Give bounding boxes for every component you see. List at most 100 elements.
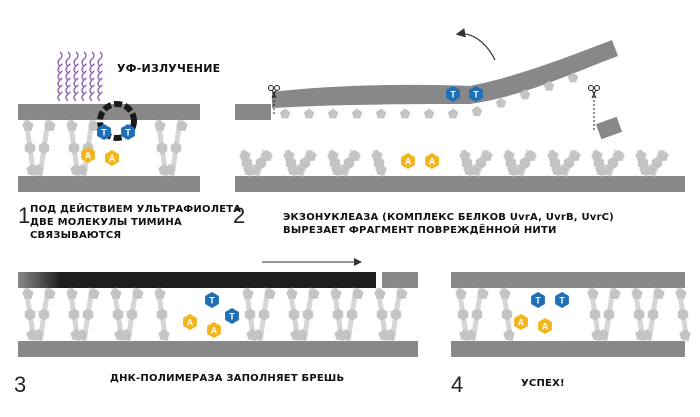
fragment-base <box>279 108 291 119</box>
adenine-base-label: A <box>85 151 92 161</box>
base-hexagon <box>255 157 267 169</box>
adenine-base-label: A <box>405 157 412 167</box>
sugar-pentagon <box>352 288 364 299</box>
panel-2-left-strand-stub <box>235 104 271 120</box>
base-hexagon <box>302 308 314 321</box>
sugar-pentagon <box>22 288 34 299</box>
step-number-4: 4 <box>451 372 464 397</box>
base-hexagon <box>457 308 469 321</box>
sugar-pentagon <box>293 164 305 175</box>
step-2-caption-line-2: ВЫРЕЗАЕТ ФРАГМЕНТ ПОВРЕЖДЁННОЙ НИТИ <box>283 225 557 236</box>
sugar-pentagon <box>384 329 396 340</box>
uv-wave-line <box>73 51 79 102</box>
thymine-base: T <box>446 86 460 102</box>
fragment-base <box>495 97 507 108</box>
base-hexagon <box>156 142 168 154</box>
fragment-base <box>543 80 555 91</box>
base-hexagon <box>471 308 483 321</box>
base-hexagon <box>68 142 80 154</box>
sugar-pentagon <box>154 120 166 131</box>
thymine-base-label: T <box>125 128 131 138</box>
sugar-pentagon <box>66 288 78 299</box>
adenine-base-label: A <box>542 322 549 332</box>
sugar-pentagon <box>66 120 78 131</box>
sugar-pentagon <box>569 150 581 161</box>
base-hexagon <box>38 142 50 154</box>
excised-fragment-bases <box>279 72 579 119</box>
sugar-pentagon <box>613 150 625 161</box>
sugar-pentagon <box>32 164 44 175</box>
base-hexagon <box>589 308 601 321</box>
sugar-pentagon <box>375 164 387 175</box>
sugar-pentagon <box>176 120 188 131</box>
adenine-base-label: A <box>109 154 116 164</box>
thymine-base: T <box>225 308 239 324</box>
panel-4-top-strand <box>451 272 685 288</box>
base-hexagon <box>24 142 36 154</box>
thymine-base-label: T <box>209 296 215 306</box>
adenine-base-label: A <box>187 318 194 328</box>
base-hexagon <box>170 142 182 154</box>
base-hexagon <box>677 308 689 321</box>
adenine-base: A <box>425 153 439 169</box>
sugar-pentagon <box>641 329 653 340</box>
fragment-base <box>351 108 363 119</box>
sugar-pentagon <box>76 329 88 340</box>
uv-wave-line <box>97 51 103 102</box>
sugar-pentagon <box>675 288 687 299</box>
fragment-base <box>471 106 483 116</box>
panel-2-right-strand-stub <box>595 116 623 140</box>
base-hexagon <box>607 157 619 169</box>
step-3-caption: ДНК-ПОЛИМЕРАЗА ЗАПОЛНЯЕТ БРЕШЬ <box>110 373 345 384</box>
sugar-pentagon <box>308 288 320 299</box>
sugar-pentagon <box>657 150 669 161</box>
scissors-icon-right <box>588 85 600 132</box>
sugar-pentagon <box>44 120 56 131</box>
sugar-pentagon <box>340 329 352 340</box>
fragment-base <box>567 72 579 83</box>
adenine-base: A <box>105 150 119 166</box>
sugar-pentagon <box>76 164 88 175</box>
adenine-base-label: A <box>211 326 218 336</box>
step-2-caption-line-1: ЭКЗОНУКЛЕАЗА (КОМПЛЕКС БЕЛКОВ UvrA, UvrB… <box>283 212 614 223</box>
sugar-pentagon <box>252 329 264 340</box>
sugar-pentagon <box>513 164 525 175</box>
panel-2-bottom-strand <box>235 176 685 192</box>
sugar-pentagon <box>609 288 621 299</box>
sugar-pentagon <box>645 164 657 175</box>
base-hexagon <box>24 308 36 321</box>
base-hexagon <box>343 157 355 169</box>
sugar-pentagon <box>525 150 537 161</box>
sugar-pentagon <box>503 329 515 340</box>
thymine-base: T <box>531 292 545 308</box>
sugar-pentagon <box>88 120 100 131</box>
sugar-pentagon <box>249 164 261 175</box>
adenine-base-label: A <box>429 157 436 167</box>
sugar-pentagon <box>481 150 493 161</box>
fragment-base <box>423 108 435 119</box>
step-number-2: 2 <box>233 203 246 228</box>
sugar-pentagon <box>631 288 643 299</box>
thymine-base-label: T <box>473 90 479 100</box>
panel-3-illustration <box>18 258 418 357</box>
adenine-base: A <box>514 314 528 330</box>
adenine-base: A <box>81 147 95 163</box>
sugar-pentagon <box>164 164 176 175</box>
sugar-pentagon <box>32 329 44 340</box>
thymine-base-label: T <box>450 90 456 100</box>
sugar-pentagon <box>679 329 691 340</box>
panel-1-top-strand <box>18 104 200 120</box>
base-hexagon <box>156 308 168 321</box>
sugar-pentagon <box>110 288 122 299</box>
step-4-caption: УСПЕХ! <box>521 378 565 389</box>
fragment-base <box>375 108 387 119</box>
sugar-pentagon <box>296 329 308 340</box>
sugar-pentagon <box>286 288 298 299</box>
sugar-pentagon <box>396 288 408 299</box>
adenine-base: A <box>207 322 221 338</box>
sugar-pentagon <box>305 150 317 161</box>
scissors-icon-left <box>268 85 280 114</box>
panel-1-base-pairs <box>22 119 188 177</box>
panel-1-illustration <box>18 51 200 192</box>
sugar-pentagon <box>330 288 342 299</box>
